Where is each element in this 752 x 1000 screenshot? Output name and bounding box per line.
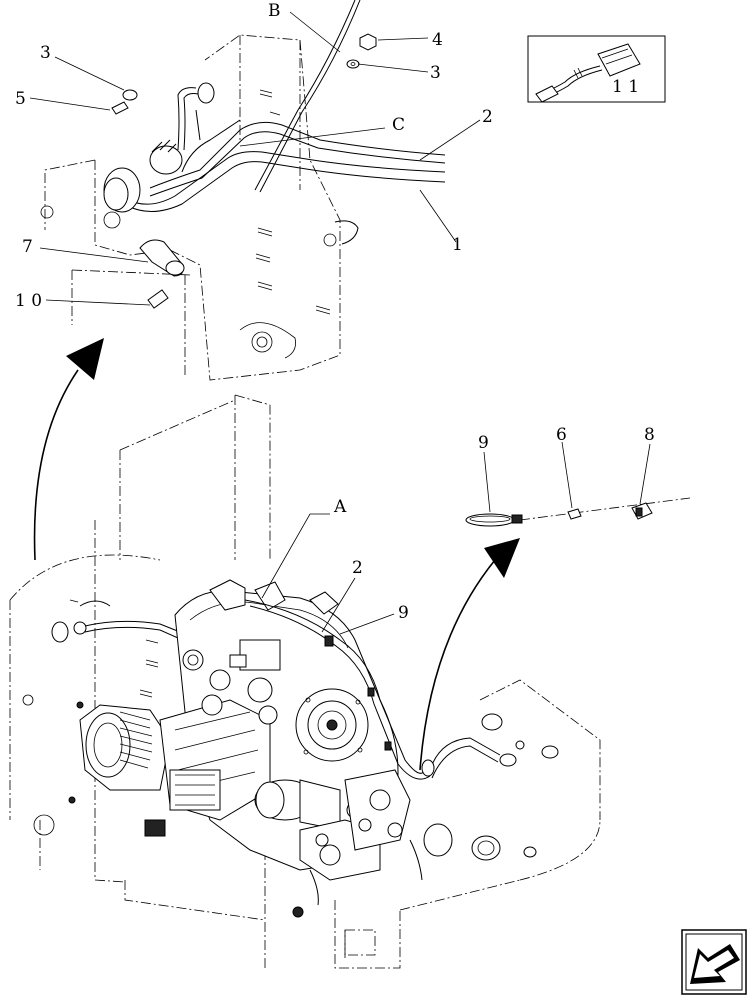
upper-detail-view (40, 0, 446, 381)
parts-row-leaders (483, 441, 651, 513)
callout-11: 1 1 (612, 77, 639, 97)
callout-1: 1 (452, 235, 463, 255)
callout-3-top-right: 3 (430, 63, 441, 83)
callout-C: C (392, 115, 405, 135)
callout-9-main: 9 (398, 603, 409, 623)
connector-plug-icon (535, 85, 559, 103)
callout-3-top-left: 3 (40, 43, 51, 63)
callout-5: 5 (15, 89, 26, 109)
callout-A: A (333, 497, 347, 517)
main-leader-lines (261, 513, 395, 635)
curved-arrow-up-icon (33, 338, 104, 561)
callout-2-main: 2 (352, 558, 363, 578)
callout-8: 8 (644, 425, 655, 445)
page-back-arrow-icon[interactable] (681, 929, 747, 995)
callout-6: 6 (556, 425, 567, 445)
curved-arrow-right-icon (419, 538, 520, 771)
callout-2-top: 2 (482, 107, 493, 127)
callout-7: 7 (22, 237, 33, 257)
small-parts-row (465, 497, 691, 527)
main-assembly (9, 394, 601, 969)
callout-9-right: 9 (478, 433, 489, 453)
inset-connector-box (527, 35, 666, 103)
callout-B: B (268, 1, 281, 21)
callout-10: 1 0 (15, 291, 42, 311)
callout-4: 4 (432, 30, 443, 50)
callout-labels: B 4 3 3 5 C 2 1 7 1 0 1 1 9 6 8 A 2 9 (15, 1, 655, 623)
upper-leader-lines (29, 11, 481, 306)
